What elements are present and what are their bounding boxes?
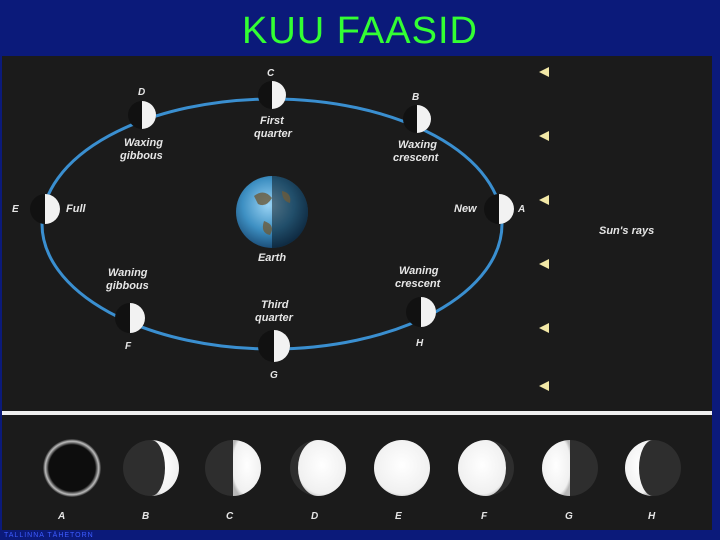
label-waxing-gibbous-1: Waxing	[124, 137, 163, 149]
title-bar: KUU FAASID	[0, 0, 720, 56]
phase-d-appearance	[290, 440, 346, 496]
bottom-letter-c: C	[226, 511, 234, 522]
moon-position-a	[484, 194, 514, 224]
letter-g: G	[270, 370, 278, 381]
label-third-quarter-2: quarter	[255, 312, 294, 324]
letter-d: D	[138, 87, 145, 98]
footer-credit: TALLINNA TÄHETORN	[4, 532, 94, 539]
label-waning-crescent-2: crescent	[395, 278, 442, 290]
sun-rays-label: Sun's rays	[599, 225, 654, 237]
letter-e: E	[12, 204, 19, 215]
label-waxing-crescent-1: Waxing	[398, 139, 437, 151]
bottom-letter-a: A	[57, 511, 65, 522]
moon-position-c	[258, 81, 286, 109]
label-waning-gibbous-1: Waning	[108, 267, 148, 279]
label-first-quarter-2: quarter	[254, 128, 293, 140]
letter-b: B	[412, 92, 419, 103]
divider	[2, 411, 712, 415]
label-third-quarter-1: Third	[261, 299, 289, 311]
bottom-letter-d: D	[311, 511, 318, 522]
phase-f-appearance	[458, 440, 514, 496]
earth-label: Earth	[258, 252, 286, 264]
bottom-letter-h: H	[648, 511, 656, 522]
moon-position-f	[115, 303, 145, 333]
phase-e-appearance	[374, 440, 430, 496]
label-new: New	[454, 203, 478, 215]
letter-f: F	[125, 341, 132, 352]
label-full: Full	[66, 203, 86, 215]
moon-phases-diagram: Earth Sun's rays New A	[2, 56, 712, 530]
bottom-letter-b: B	[142, 511, 149, 522]
letter-a: A	[517, 204, 525, 215]
phase-b-appearance	[123, 440, 179, 496]
diagram-svg: Earth Sun's rays New A	[2, 67, 712, 522]
bottom-letter-e: E	[395, 511, 402, 522]
letter-c: C	[267, 68, 275, 79]
letter-h: H	[416, 338, 424, 349]
earth	[236, 176, 308, 248]
bottom-letter-f: F	[481, 511, 488, 522]
label-waxing-crescent-2: crescent	[393, 152, 440, 164]
moon-position-e	[30, 194, 60, 224]
moon-position-d	[128, 101, 156, 129]
phase-g-appearance	[542, 440, 598, 496]
phase-c-appearance	[205, 440, 261, 496]
moon-position-g	[258, 330, 290, 362]
moon-position-h	[406, 297, 436, 327]
phase-h-appearance	[625, 440, 681, 496]
slide-title: KUU FAASID	[242, 10, 478, 52]
label-first-quarter-1: First	[260, 115, 285, 127]
label-waning-gibbous-2: gibbous	[105, 280, 149, 292]
moon-position-b	[403, 105, 431, 133]
bottom-letter-g: G	[565, 511, 573, 522]
phase-a-appearance	[43, 439, 101, 497]
sun-rays	[539, 67, 708, 391]
label-waxing-gibbous-2: gibbous	[119, 150, 163, 162]
label-waning-crescent-1: Waning	[399, 265, 439, 277]
